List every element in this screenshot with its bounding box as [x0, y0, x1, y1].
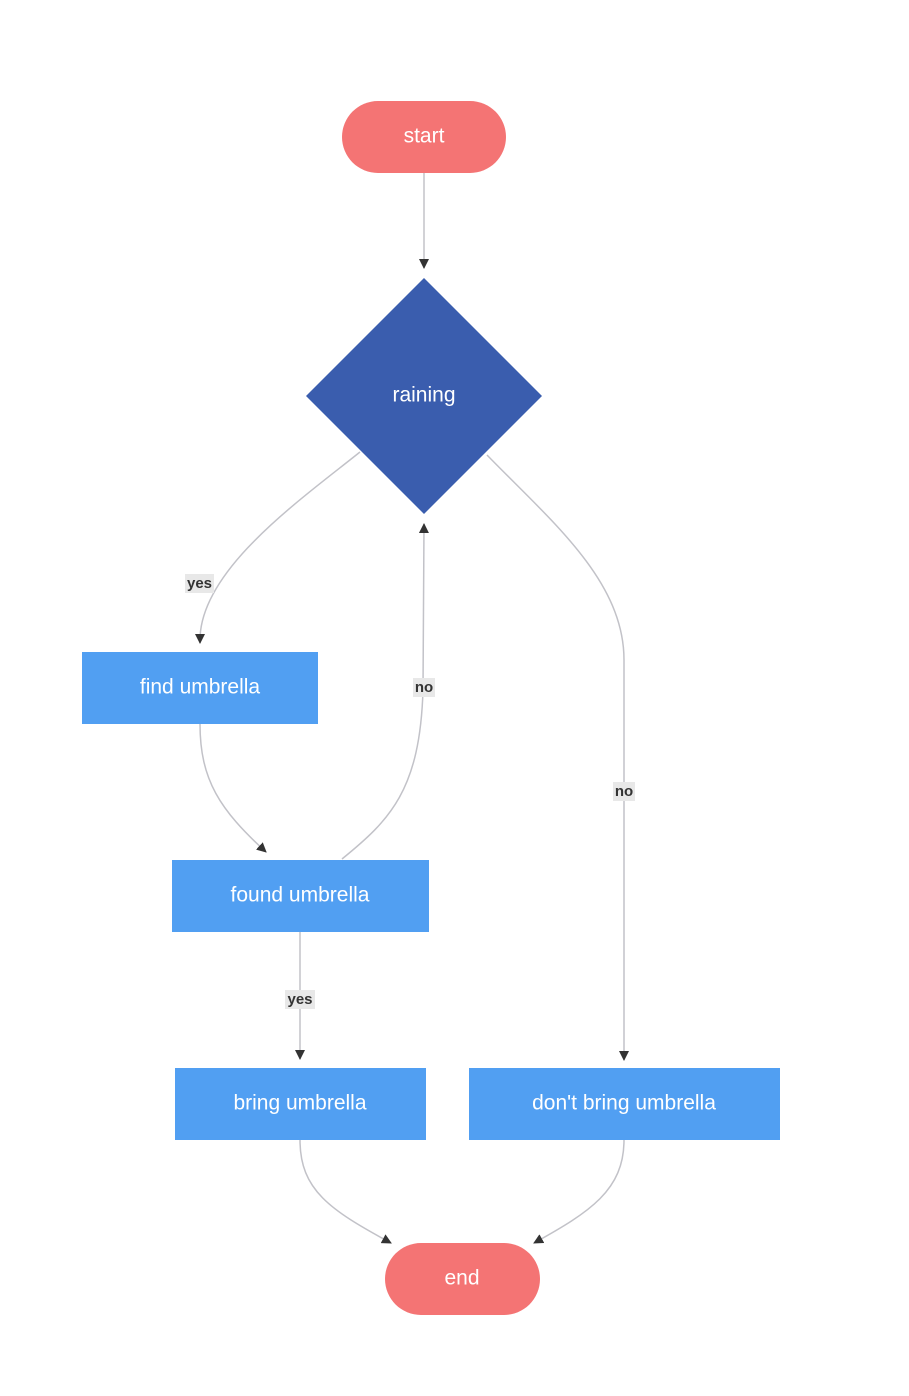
node-dont-bring-umbrella-label: don't bring umbrella — [532, 1092, 716, 1115]
node-find-umbrella: find umbrella — [82, 652, 318, 724]
edge-label-raining-no: no — [613, 782, 635, 801]
process-shape — [172, 860, 429, 932]
edge-label-found-no: no — [413, 678, 435, 697]
node-raining: raining — [306, 278, 542, 514]
process-shape — [175, 1068, 426, 1140]
node-bring-umbrella: bring umbrella — [175, 1068, 426, 1140]
edge-bring-umbrella-to-end — [299, 1139, 392, 1244]
edge-found-umbrella-to-raining — [341, 523, 429, 860]
node-found-umbrella-label: found umbrella — [231, 884, 370, 907]
edge-label-found-no-text: no — [415, 679, 433, 696]
edge-dont-bring-umbrella-to-end — [533, 1139, 625, 1244]
decision-diamond-shape — [306, 278, 542, 514]
node-start: start — [342, 101, 506, 173]
edge-labels: yes no no yes — [185, 574, 635, 1009]
terminal-shape — [385, 1243, 540, 1315]
edge-label-raining-yes-text: yes — [187, 575, 212, 592]
node-start-label: start — [404, 125, 445, 148]
edge-label-found-yes-text: yes — [287, 991, 312, 1008]
edge-label-found-yes: yes — [285, 990, 315, 1009]
node-end: end — [385, 1243, 540, 1315]
process-shape — [469, 1068, 780, 1140]
edge-raining-to-dont-bring-umbrella — [486, 454, 629, 1061]
node-bring-umbrella-label: bring umbrella — [233, 1092, 366, 1115]
edge-label-raining-no-text: no — [615, 783, 633, 800]
node-find-umbrella-label: find umbrella — [140, 676, 261, 699]
node-end-label: end — [444, 1267, 479, 1290]
process-shape — [82, 652, 318, 724]
node-found-umbrella: found umbrella — [172, 860, 429, 932]
edge-raining-to-find-umbrella — [195, 451, 361, 644]
edge-label-raining-yes: yes — [185, 574, 214, 593]
terminal-shape — [342, 101, 506, 173]
edge-find-to-found-umbrella — [199, 723, 267, 853]
node-dont-bring-umbrella: don't bring umbrella — [469, 1068, 780, 1140]
node-raining-label: raining — [392, 384, 455, 407]
